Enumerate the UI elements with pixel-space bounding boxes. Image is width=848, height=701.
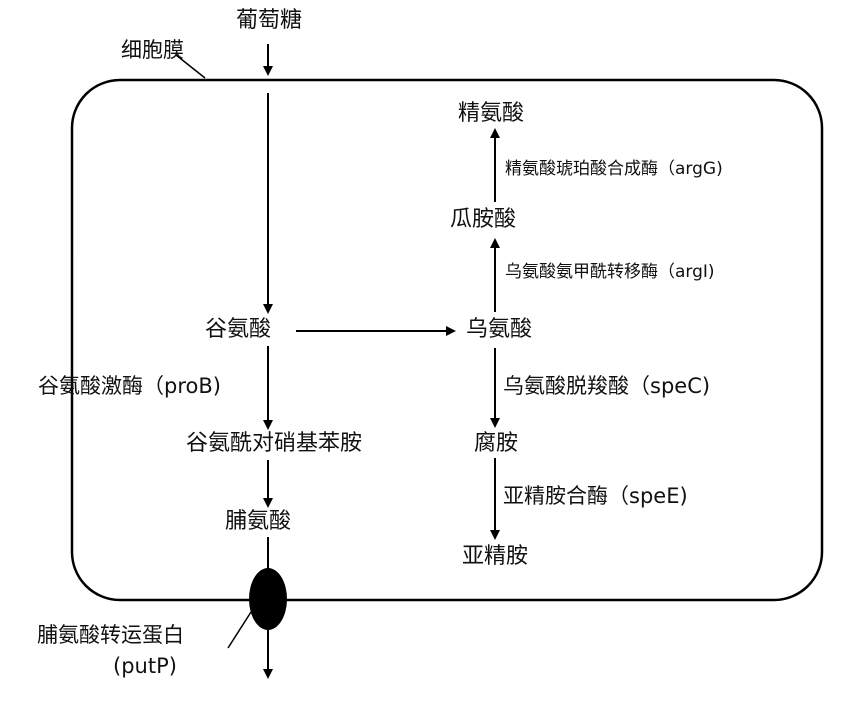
glucose-label: 葡萄糖 <box>236 8 303 33</box>
transporter-gene-label: (putP) <box>113 654 177 678</box>
spermidine-label: 亚精胺 <box>462 544 529 569</box>
enzyme-speE-label: 亚精胺合酶（speE) <box>503 484 688 508</box>
glutamate-label: 谷氨酸 <box>205 317 272 342</box>
transporter-pointer <box>227 611 252 649</box>
transporter-shape <box>249 568 287 630</box>
cell-membrane-pointer <box>175 54 206 79</box>
citrulline-label: 瓜胺酸 <box>450 207 517 232</box>
enzyme-argG-label: 精氨酸琥珀酸合成酶（argG) <box>505 159 723 179</box>
enzyme-argI-label: 乌氨酸氨甲酰转移酶（argI) <box>505 262 715 282</box>
enzyme-speC-label: 乌氨酸脱羧酸（speC) <box>503 374 711 398</box>
transporter-label: 脯氨酸转运蛋白 <box>37 623 184 647</box>
enzyme-proB-label: 谷氨酸激酶（proB) <box>38 374 221 398</box>
cell-membrane-outline <box>70 78 824 602</box>
intermediate-label: 谷氨酰对硝基苯胺 <box>186 431 363 456</box>
arginine-label: 精氨酸 <box>458 101 525 126</box>
ornithine-label: 乌氨酸 <box>466 317 533 342</box>
proline-label: 脯氨酸 <box>225 509 292 534</box>
putrescine-label: 腐胺 <box>474 431 519 456</box>
cell-membrane-label: 细胞膜 <box>121 38 184 62</box>
